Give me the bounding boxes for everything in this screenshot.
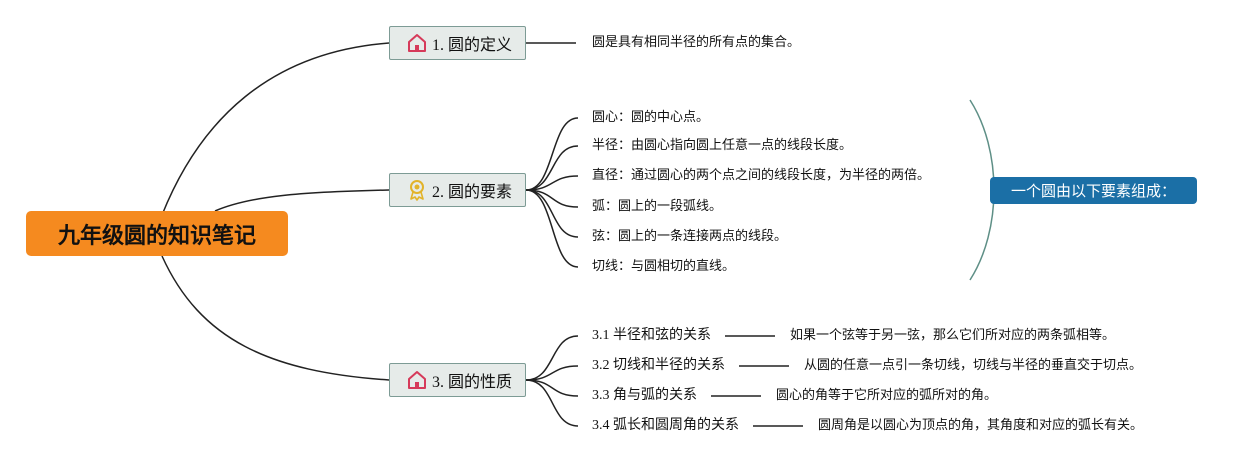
branch-label: 2. 圆的要素 bbox=[432, 184, 513, 201]
branch-elements[interactable]: 2. 圆的要素 bbox=[389, 173, 526, 207]
connector-branch-3-fan bbox=[525, 335, 579, 427]
house-icon bbox=[406, 32, 428, 54]
leaf-definition[interactable]: 圆是具有相同半径的所有点的集合。 bbox=[592, 35, 801, 50]
leaf-element[interactable]: 弦：圆上的一条连接两点的线段。 bbox=[592, 229, 788, 244]
leaf-element[interactable]: 切线：与圆相切的直线。 bbox=[592, 259, 736, 274]
topic-title[interactable]: 3.4 弧长和圆周角的关系 bbox=[592, 418, 739, 433]
branch-label: 3. 圆的性质 bbox=[432, 374, 513, 391]
topic-title[interactable]: 3.1 半径和弦的关系 bbox=[592, 328, 711, 343]
leaf-element[interactable]: 圆心：圆的中心点。 bbox=[592, 110, 710, 125]
topic-detail[interactable]: 圆周角是以圆心为顶点的角，其角度和对应的弧长有关。 bbox=[818, 418, 1144, 433]
leaf-element[interactable]: 直径：通过圆心的两个点之间的线段长度，为半径的两倍。 bbox=[592, 168, 931, 183]
leaf-element[interactable]: 弧：圆上的一段弧线。 bbox=[592, 199, 723, 214]
connector-branch-2-fan bbox=[525, 117, 579, 268]
topic-title[interactable]: 3.2 切线和半径的关系 bbox=[592, 358, 725, 373]
connector-root-branch-3 bbox=[161, 255, 390, 381]
leaf-element[interactable]: 半径：由圆心指向圆上任意一点的线段长度。 bbox=[592, 138, 853, 153]
award-ribbon-icon bbox=[406, 179, 428, 201]
topic-detail[interactable]: 如果一个弦等于另一弦，那么它们所对应的两条弧相等。 bbox=[790, 328, 1116, 343]
topic-title[interactable]: 3.3 角与弧的关系 bbox=[592, 388, 697, 403]
summary-label[interactable]: 一个圆由以下要素组成： bbox=[990, 177, 1197, 204]
topic-detail[interactable]: 从圆的任意一点引一条切线，切线与半径的垂直交于切点。 bbox=[804, 358, 1143, 373]
connector-topic-detail bbox=[711, 335, 803, 427]
house-icon bbox=[406, 369, 428, 391]
root-topic[interactable]: 九年级圆的知识笔记 bbox=[26, 211, 288, 256]
connector-root-branch-1 bbox=[161, 42, 390, 216]
topic-detail[interactable]: 圆心的角等于它所对应的弧所对的角。 bbox=[776, 388, 998, 403]
branch-definition[interactable]: 1. 圆的定义 bbox=[389, 26, 526, 60]
branch-label: 1. 圆的定义 bbox=[432, 37, 513, 54]
branch-properties[interactable]: 3. 圆的性质 bbox=[389, 363, 526, 397]
connector-root-branch-2 bbox=[214, 189, 390, 212]
